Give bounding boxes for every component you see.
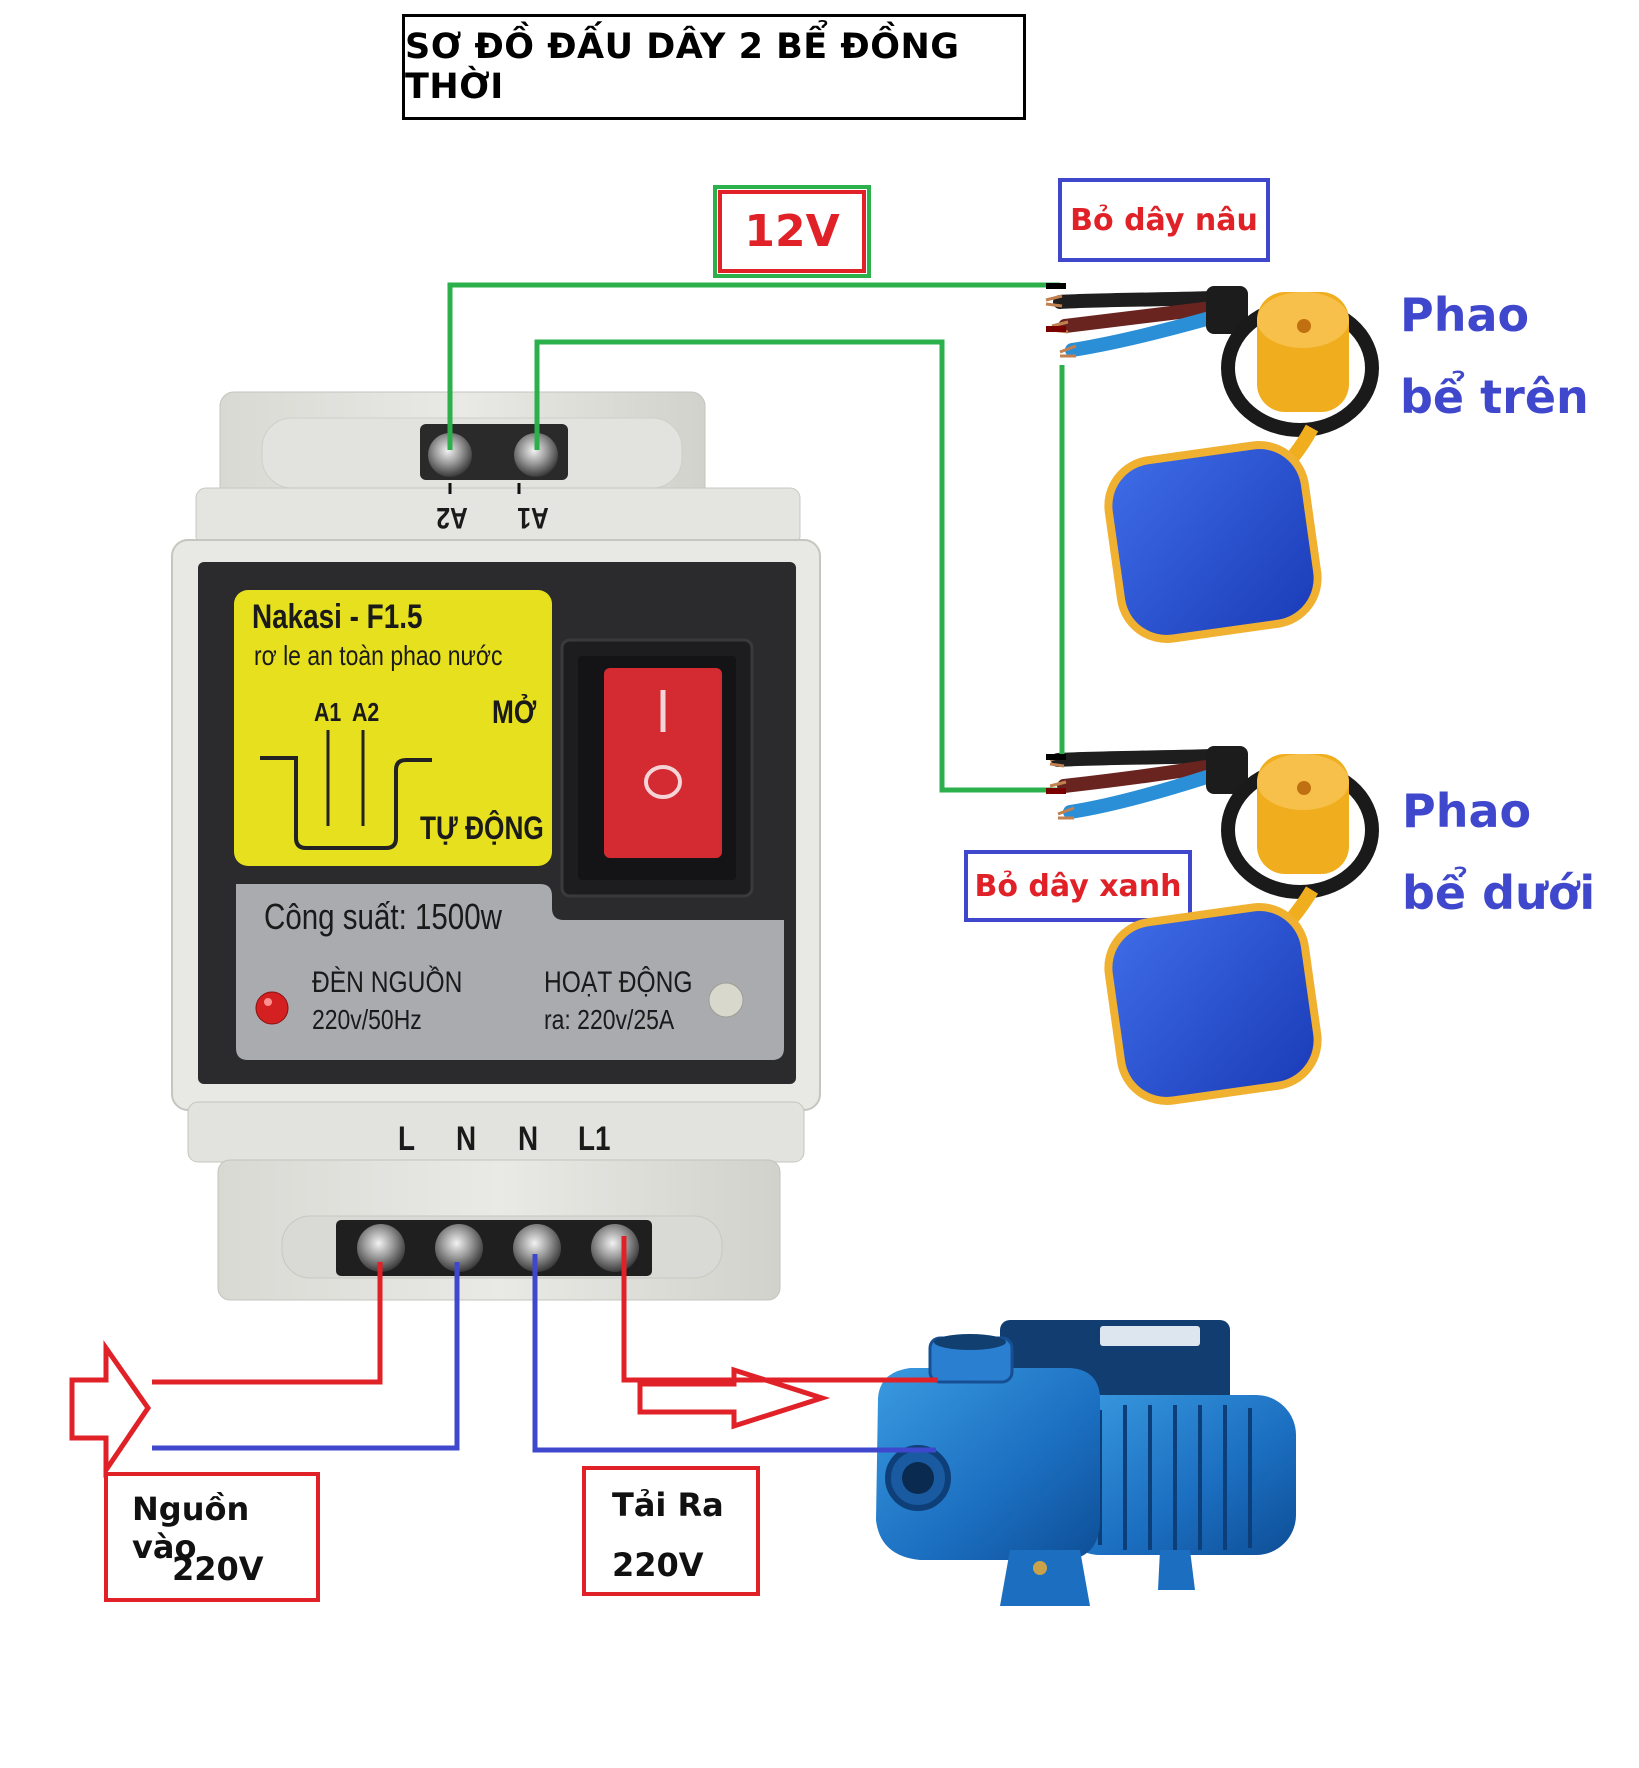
wire-output-neutral (532, 1254, 936, 1453)
relay-device (171, 391, 821, 1301)
terminal-screw-a1 (514, 433, 558, 477)
terminal-label-n-out: N (518, 1120, 539, 1158)
power-rating: Công suất: 1500w (264, 896, 502, 937)
note-top-float: Bỏ dây nâu (1070, 202, 1258, 238)
terminal-screw-l (357, 1224, 405, 1272)
terminal-screw-n-in (435, 1224, 483, 1272)
active-led-icon (708, 982, 744, 1018)
output-label-line1: Tải Ra (612, 1486, 724, 1524)
input-label-box: Nguồn vào 220V (104, 1472, 320, 1602)
device-subtitle: rơ le an toàn phao nước (254, 640, 503, 671)
terminal-label-n-in: N (456, 1120, 477, 1158)
wire-a2-to-top-float-black (447, 282, 1060, 450)
device-brand: Nakasi - F1.5 (252, 598, 423, 636)
float-bottom-label-line2: bể dưới (1402, 866, 1596, 920)
terminal-label-a2: A2 (436, 501, 468, 534)
grey-label (236, 884, 784, 1060)
power-led-spec: 220v/50Hz (312, 1004, 422, 1035)
float-bottom-label-line1: Phao (1402, 784, 1532, 838)
output-arrow-icon (637, 1366, 831, 1430)
rocker-switch[interactable] (604, 668, 722, 858)
yellow-label (234, 590, 552, 866)
wire-input-neutral (152, 1262, 460, 1451)
voltage-label-box: 12V (713, 185, 871, 278)
float-switch-top (1045, 286, 1379, 643)
float-top-label-line2: bể trên (1400, 370, 1589, 424)
terminal-screw-a2 (428, 433, 472, 477)
terminal-screw-l1 (591, 1224, 639, 1272)
note-top-float-box: Bỏ dây nâu (1058, 178, 1270, 262)
input-label-line2: 220V (172, 1550, 264, 1588)
output-label-box: Tải Ra 220V (582, 1466, 760, 1596)
active-led-spec: ra: 220v/25A (544, 1004, 675, 1035)
signal-wires (447, 282, 1065, 793)
diagram-label-a2: A2 (352, 697, 380, 727)
input-label-line1: Nguồn vào (132, 1490, 250, 1566)
active-led-label: HOẠT ĐỘNG (544, 966, 693, 999)
float-switch-bottom (1049, 746, 1379, 1105)
power-led-icon (255, 991, 289, 1025)
power-led-label: ĐÈN NGUỒN (312, 966, 463, 999)
note-bottom-float: Bỏ dây xanh (974, 868, 1182, 904)
terminal-label-a1: A1 (517, 501, 549, 534)
water-pump (876, 1320, 1296, 1606)
voltage-label: 12V (744, 206, 840, 257)
output-label-line2: 220V (612, 1546, 704, 1584)
wire-output-live (621, 1236, 938, 1383)
input-arrow-icon (69, 1340, 152, 1479)
terminal-label-l: L (398, 1120, 416, 1158)
diagram-label-open: MỞ (492, 694, 537, 730)
terminal-label-l1: L1 (578, 1120, 611, 1158)
diagram-title-box: SƠ ĐỒ ĐẤU DÂY 2 BỂ ĐỒNG THỜI (402, 14, 1026, 120)
note-bottom-float-box: Bỏ dây xanh (964, 850, 1192, 922)
diagram-label-a1: A1 (314, 697, 342, 727)
wire-a1-to-bottom-float-brown (534, 339, 1058, 793)
wire-input-live (152, 1262, 383, 1385)
terminal-screw-n-out (513, 1224, 561, 1272)
power-wires (152, 1236, 938, 1453)
diagram-title: SƠ ĐỒ ĐẤU DÂY 2 BỂ ĐỒNG THỜI (405, 27, 960, 107)
float-top-label-line1: Phao (1400, 288, 1530, 342)
diagram-label-auto: TỰ ĐỘNG (420, 810, 544, 846)
